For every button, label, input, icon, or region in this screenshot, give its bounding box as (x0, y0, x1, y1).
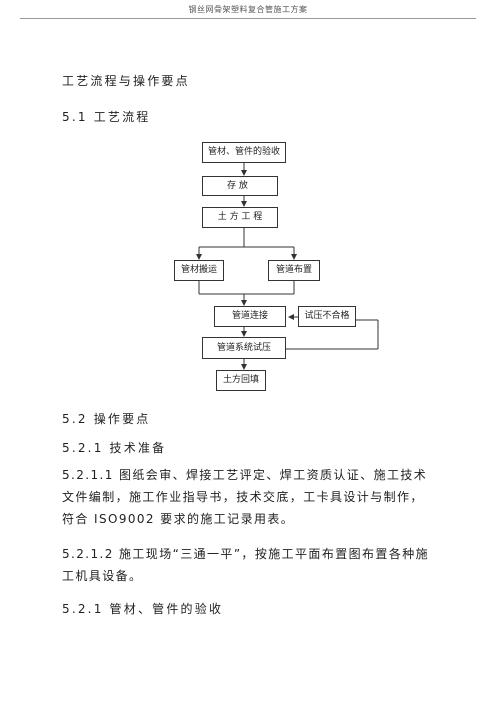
paragraph-5-2-1-1-line-2: 文件编制，施工作业指导书，技术交底，工卡具设计与制作， (62, 490, 424, 504)
flow-box-acceptance: 管材、管件的验收 (202, 142, 286, 163)
header-divider (20, 18, 476, 19)
paragraph-5-2-1-2: 5.2.1.2 施工现场“三通一平”，按施工平面布置图布置各种施 工机具设备。 (62, 543, 442, 587)
heading-5-2: 5.2 操作要点 (62, 412, 151, 426)
paragraph-5-2-1-2-line-1: 5.2.1.2 施工现场“三通一平”，按施工平面布置图布置各种施 (62, 547, 430, 561)
flow-box-storage: 存 放 (202, 176, 278, 196)
flow-box-earthwork: 土 方 工 程 (202, 207, 278, 228)
flow-box-backfill: 土方回填 (216, 370, 266, 391)
page-header-title: 钢丝网骨架塑料复合管施工方案 (188, 5, 308, 14)
flow-box-pressure-fail: 试压不合格 (298, 306, 356, 327)
heading-5-1: 5.1 工艺流程 (62, 110, 151, 124)
heading-process-and-points: 工艺流程与操作要点 (62, 74, 190, 88)
heading-5-2-1: 5.2.1 技术准备 (62, 441, 167, 455)
flow-box-pipe-layout: 管道布置 (268, 260, 320, 281)
paragraph-5-2-1-1-line-3: 符合 ISO9002 要求的施工记录用表。 (62, 512, 295, 526)
paragraph-5-2-1-1: 5.2.1.1 图纸会审、焊接工艺评定、焊工资质认证、施工技术 文件编制，施工作… (62, 464, 442, 530)
heading-5-2-1-acceptance: 5.2.1 管材、管件的验收 (62, 602, 224, 616)
paragraph-5-2-1-2-line-2: 工机具设备。 (62, 569, 143, 583)
paragraph-5-2-1-1-line-1: 5.2.1.1 图纸会审、焊接工艺评定、焊工资质认证、施工技术 (62, 468, 428, 482)
flow-box-pipe-connection: 管道连接 (214, 306, 286, 327)
flow-box-pipe-transport: 管材搬运 (174, 260, 224, 281)
flow-box-system-pressure-test: 管道系统试压 (202, 337, 286, 359)
